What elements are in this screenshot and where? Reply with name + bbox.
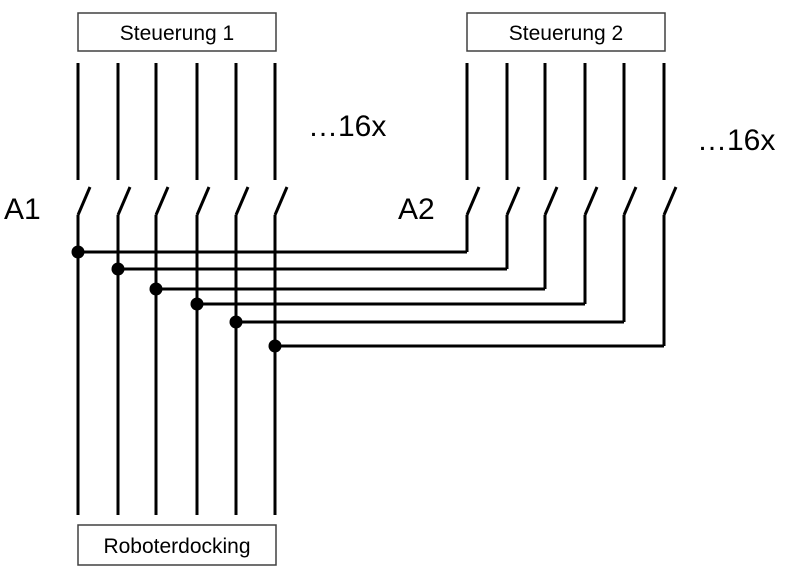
controller-1-label: Steuerung 1 <box>120 22 234 45</box>
controller-2-frame <box>466 12 666 52</box>
controller-1-count-label: …16x <box>308 110 386 143</box>
controller-1-box: Steuerung 1 <box>77 12 277 52</box>
docking-box: Roboterdocking <box>77 524 277 566</box>
junction-dot-1 <box>71 245 85 259</box>
a2-switch-4 <box>583 186 599 216</box>
switch-group-a1-label: A1 <box>4 193 41 226</box>
a2-switch-2 <box>505 186 521 216</box>
junction-dot-4 <box>190 297 204 311</box>
junction-dot-5 <box>229 315 243 329</box>
controller-1-frame <box>77 12 277 52</box>
junction-dot-2 <box>111 262 125 276</box>
junction-dot-6 <box>268 339 282 353</box>
controller-2-count-label: …16x <box>697 124 775 157</box>
docking-frame <box>77 524 277 566</box>
wiring <box>71 63 678 515</box>
a1-switch-1 <box>76 186 92 216</box>
a1-switch-2 <box>116 186 132 216</box>
a1-switch-6 <box>273 186 289 216</box>
controller-2-box: Steuerung 2 <box>466 12 666 52</box>
a2-switch-5 <box>622 186 638 216</box>
docking-label: Roboterdocking <box>103 535 250 558</box>
a2-switch-1 <box>465 186 481 216</box>
a1-switch-4 <box>195 186 211 216</box>
switch-group-a2-label: A2 <box>398 193 435 226</box>
controller-2-label: Steuerung 2 <box>509 22 623 45</box>
a2-switch-6 <box>662 186 678 216</box>
a2-switch-3 <box>543 186 559 216</box>
a1-switch-3 <box>154 186 170 216</box>
a1-switch-5 <box>234 186 250 216</box>
junction-dot-3 <box>149 282 163 296</box>
